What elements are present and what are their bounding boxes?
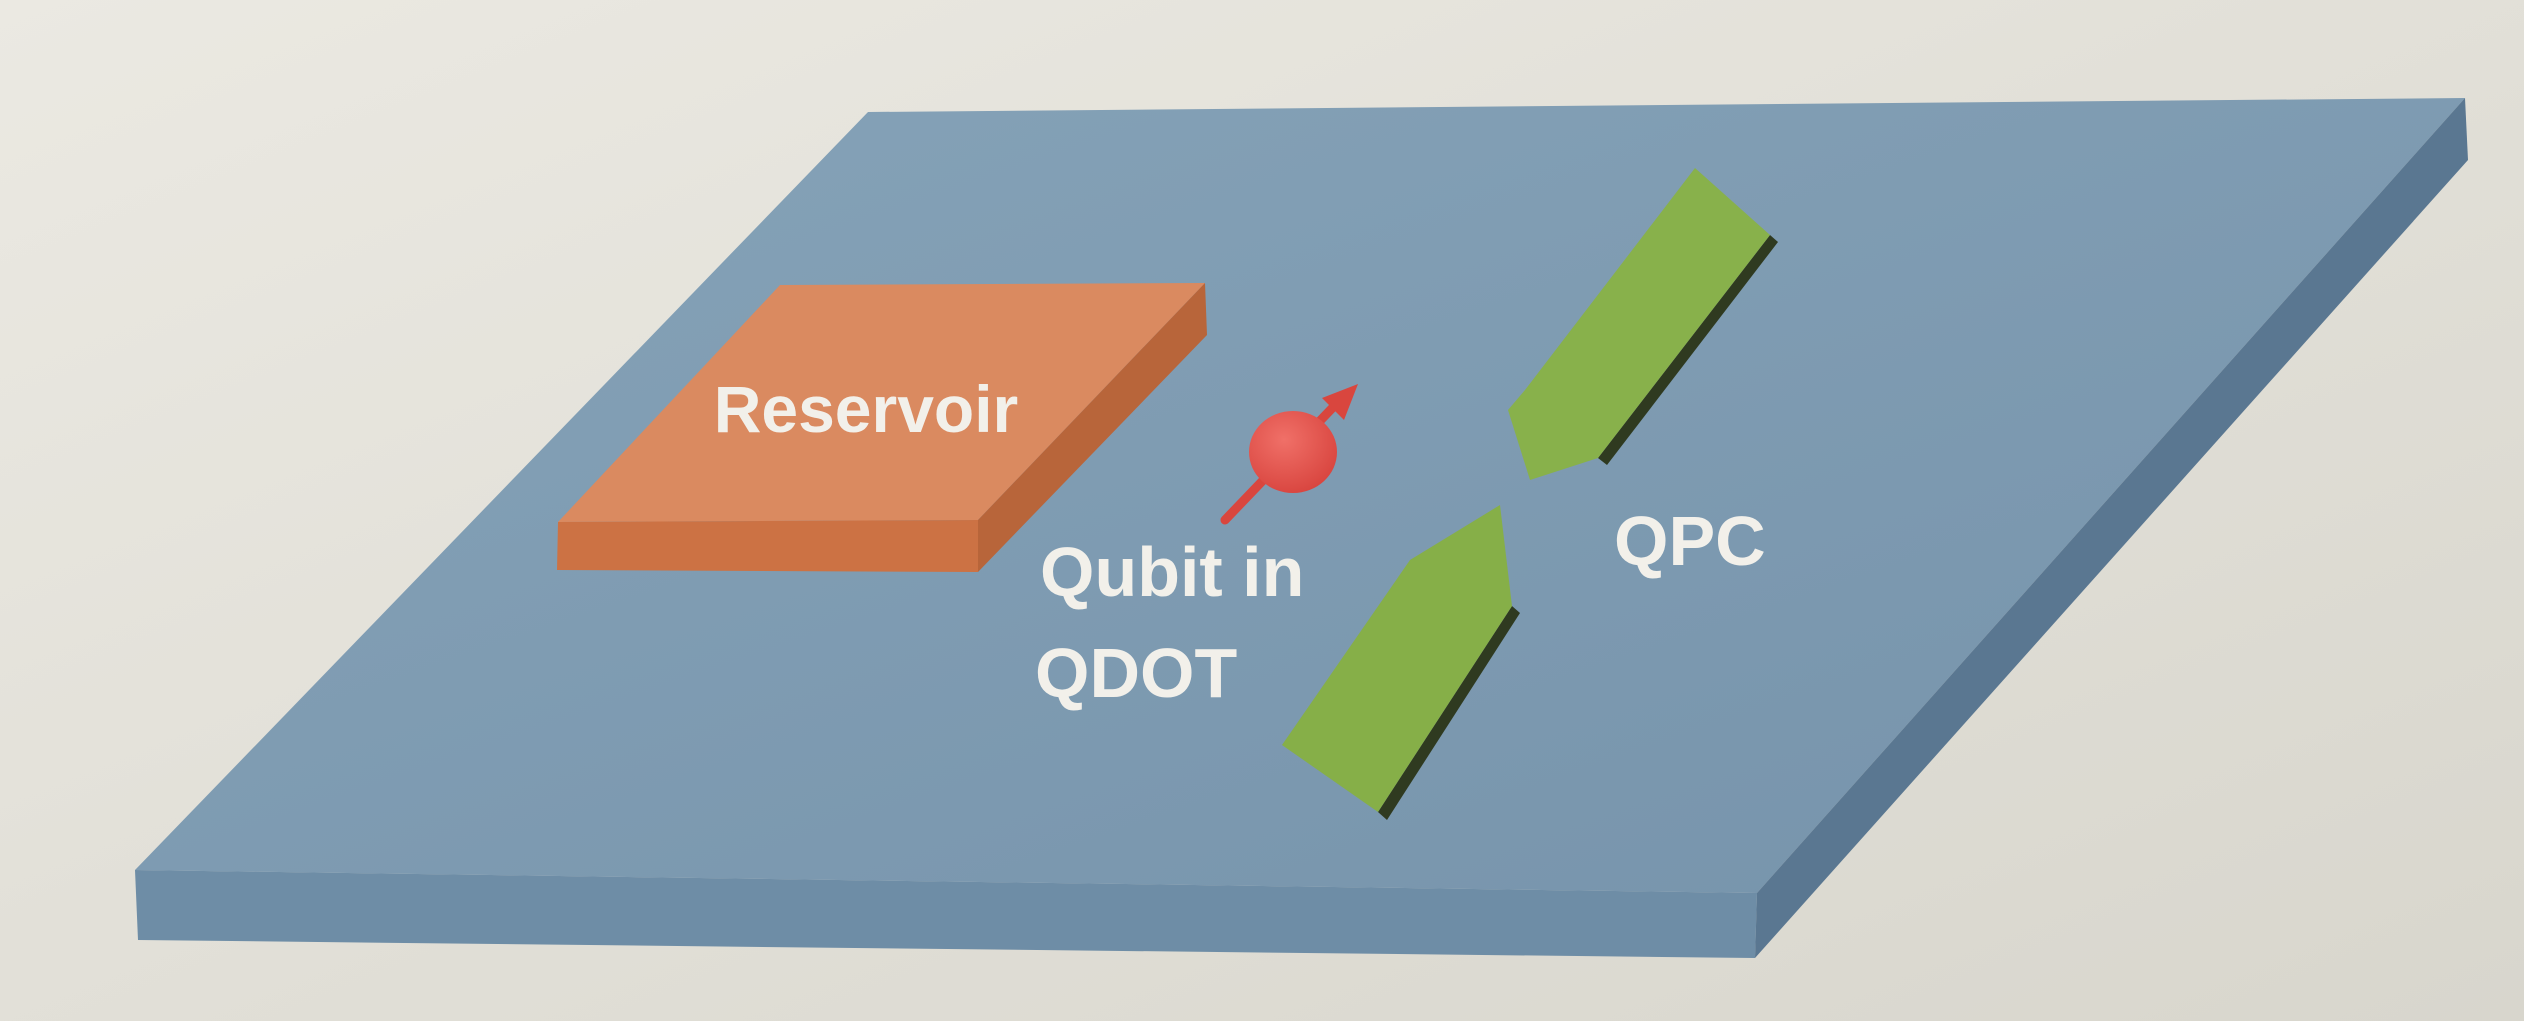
reservoir-top-face — [558, 283, 1205, 522]
reservoir-front-face — [557, 520, 978, 572]
substrate-top-face — [135, 98, 2465, 893]
qubit-label-line2: QDOT — [1035, 634, 1237, 712]
spin-arrow-head — [1322, 384, 1358, 420]
spin-arrow-dot-icon — [1220, 384, 1358, 525]
substrate-front-face — [135, 870, 1757, 958]
qubit-dot — [1249, 411, 1337, 493]
qpc-upper-gate-side — [1598, 235, 1778, 465]
qpc-lower-gate-side — [1378, 606, 1520, 820]
reservoir-label: Reservoir — [714, 372, 1019, 446]
reservoir-block: Reservoir — [557, 283, 1207, 572]
qpc-lower-gate-top — [1282, 505, 1512, 812]
qpc-upper-gate — [1508, 168, 1778, 480]
qpc-lower-gate — [1282, 505, 1520, 820]
reservoir-right-face — [978, 283, 1207, 572]
substrate — [135, 98, 2468, 958]
qpc-label: QPC — [1614, 502, 1766, 580]
substrate-right-face — [1755, 98, 2468, 958]
qpc-upper-gate-top — [1508, 168, 1770, 480]
qubit-label-line1: Qubit in — [1040, 533, 1304, 611]
